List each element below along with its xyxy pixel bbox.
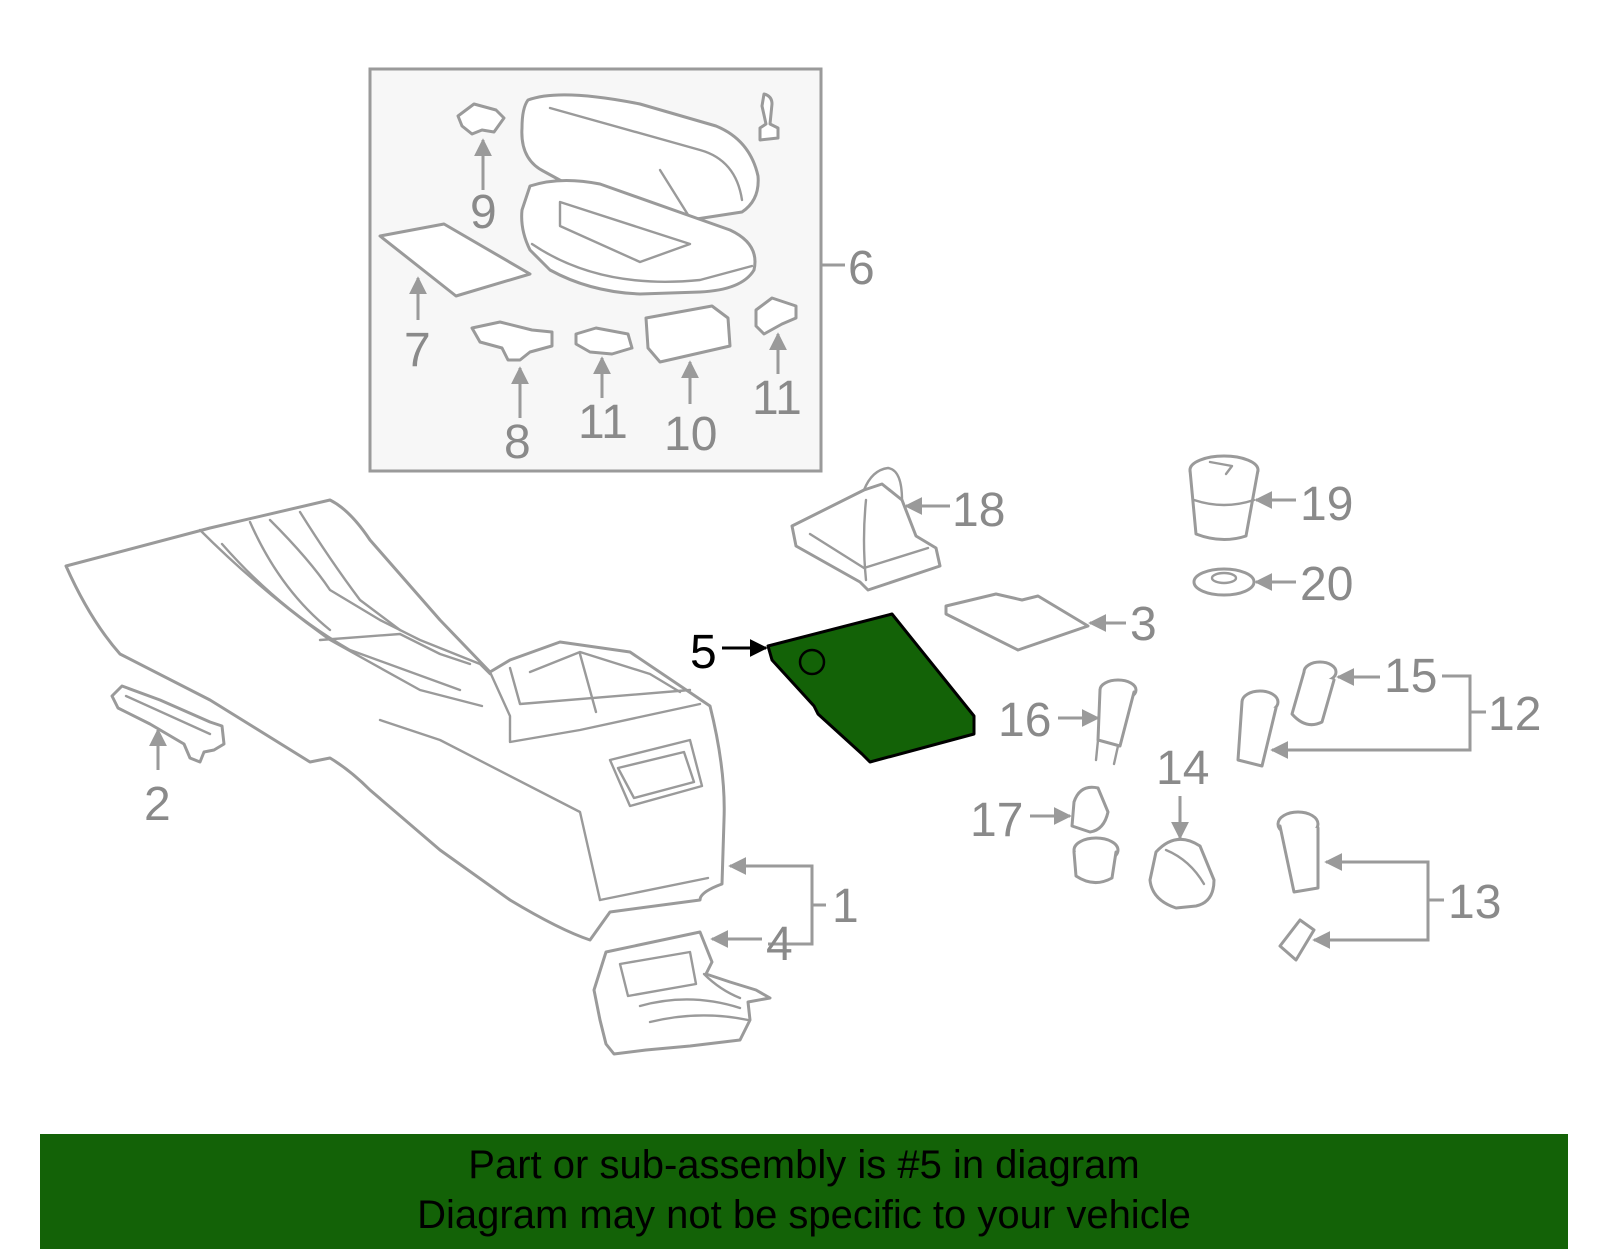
callout-5: 5: [690, 626, 717, 679]
bracket-13: [1314, 860, 1430, 942]
callout-11b: 11: [752, 372, 802, 425]
holder-14: [1148, 837, 1216, 910]
armrest-inset-box: [368, 67, 845, 473]
socket-16: [1094, 678, 1138, 766]
callout-14: 14: [1156, 742, 1209, 795]
banner-line-2: Diagram may not be specific to your vehi…: [417, 1193, 1191, 1237]
callout-4: 4: [766, 918, 793, 971]
callout-12: 12: [1488, 688, 1541, 741]
armrest-base: [520, 178, 757, 296]
callout-2: 2: [144, 778, 171, 831]
callout-19: 19: [1300, 478, 1353, 531]
hinge-8: [470, 320, 554, 362]
screw: [758, 92, 780, 142]
latch-10: [644, 304, 732, 364]
clip-11a: [574, 326, 634, 356]
socket-13: [1276, 810, 1320, 962]
tray-pad-3: [944, 592, 1090, 652]
callout-11a: 11: [578, 396, 628, 449]
clip-9: [456, 102, 506, 136]
banner-line-1: Part or sub-assembly is #5 in diagram: [468, 1143, 1140, 1187]
cup-19: [1188, 454, 1260, 541]
callout-17: 17: [970, 794, 1023, 847]
center-console: [64, 498, 726, 942]
callout-3: 3: [1130, 598, 1157, 651]
callout-16: 16: [998, 694, 1051, 747]
cup-holder-4: [592, 930, 772, 1056]
storage-mat: [378, 222, 532, 298]
ring-20: [1192, 567, 1256, 597]
socket-12: [1236, 689, 1280, 768]
callout-8: 8: [504, 416, 531, 469]
callout-10: 10: [664, 408, 717, 461]
callout-13: 13: [1448, 876, 1501, 929]
cap-17: [1070, 785, 1120, 884]
callout-20: 20: [1300, 558, 1353, 611]
callout-15: 15: [1384, 650, 1437, 703]
info-banner: Part or sub-assembly is #5 in diagram Di…: [40, 1134, 1568, 1249]
callout-1: 1: [832, 880, 859, 933]
clip-11b: [754, 296, 798, 336]
callout-18: 18: [952, 484, 1005, 537]
callout-7: 7: [404, 324, 431, 377]
shift-boot-18: [790, 466, 942, 592]
plug-15: [1290, 660, 1338, 727]
highlighted-part-5: [766, 612, 976, 764]
callout-6: 6: [848, 242, 875, 295]
console-trim-2: [110, 684, 226, 764]
callout-9: 9: [470, 186, 497, 239]
